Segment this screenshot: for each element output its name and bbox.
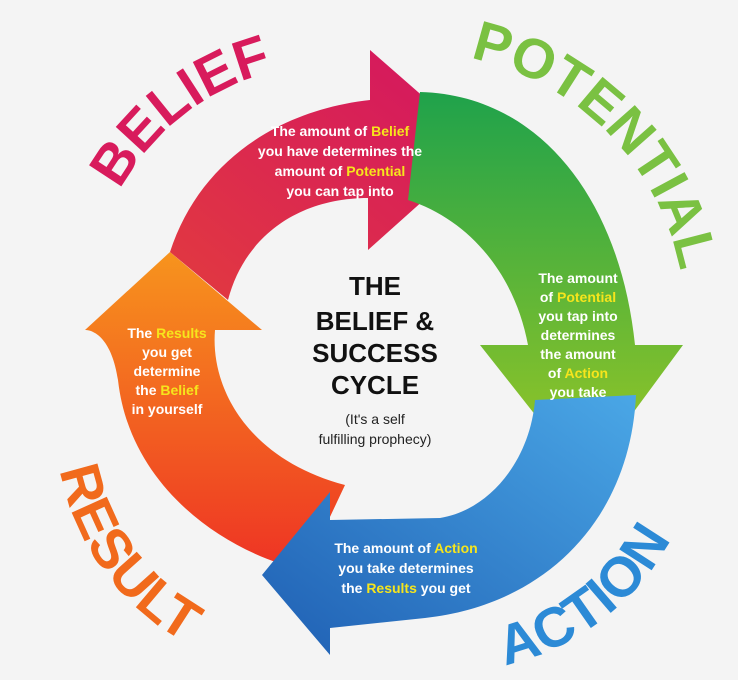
svg-text:in yourself: in yourself bbox=[132, 401, 203, 417]
svg-text:you have determines the: you have determines the bbox=[258, 143, 422, 159]
svg-text:determine: determine bbox=[134, 363, 201, 379]
svg-text:the Belief: the Belief bbox=[135, 382, 198, 398]
svg-text:of Action: of Action bbox=[548, 365, 608, 381]
svg-text:fulfilling prophecy): fulfilling prophecy) bbox=[319, 431, 432, 447]
potential-segment-text: The amount of Potential you tap into det… bbox=[538, 270, 618, 400]
svg-text:of Potential: of Potential bbox=[540, 289, 616, 305]
svg-text:you tap into: you tap into bbox=[538, 308, 617, 324]
svg-text:amount of Potential: amount of Potential bbox=[275, 163, 406, 179]
svg-text:you take determines: you take determines bbox=[338, 560, 474, 576]
action-segment-text: The amount of Action you take determines… bbox=[334, 540, 477, 596]
svg-text:the Results you get: the Results you get bbox=[341, 580, 470, 596]
svg-text:THE: THE bbox=[349, 271, 401, 301]
svg-text:(It's a self: (It's a self bbox=[345, 411, 405, 427]
svg-text:you take: you take bbox=[550, 384, 607, 400]
svg-text:determines: determines bbox=[541, 327, 616, 343]
svg-text:The amount: The amount bbox=[538, 270, 618, 286]
svg-text:CYCLE: CYCLE bbox=[331, 370, 419, 400]
arrow-action bbox=[262, 395, 636, 655]
svg-text:the amount: the amount bbox=[540, 346, 616, 362]
center-subtitle: (It's a self fulfilling prophecy) bbox=[319, 411, 432, 447]
svg-text:BELIEF &: BELIEF & bbox=[316, 306, 434, 336]
svg-text:The amount of Action: The amount of Action bbox=[334, 540, 477, 556]
svg-text:The Results: The Results bbox=[127, 325, 207, 341]
arrow-belief bbox=[170, 50, 482, 300]
results-segment-text: The Results you get determine the Belief… bbox=[127, 325, 207, 417]
arrow-potential bbox=[408, 92, 683, 478]
arrow-results bbox=[85, 252, 345, 570]
center-title: THE BELIEF & SUCCESS CYCLE bbox=[312, 271, 438, 400]
svg-text:SUCCESS: SUCCESS bbox=[312, 338, 438, 368]
svg-text:The amount of Belief: The amount of Belief bbox=[271, 123, 410, 139]
svg-text:you get: you get bbox=[142, 344, 192, 360]
svg-text:you can tap into: you can tap into bbox=[286, 183, 393, 199]
belief-segment-text: The amount of Belief you have determines… bbox=[258, 123, 422, 199]
